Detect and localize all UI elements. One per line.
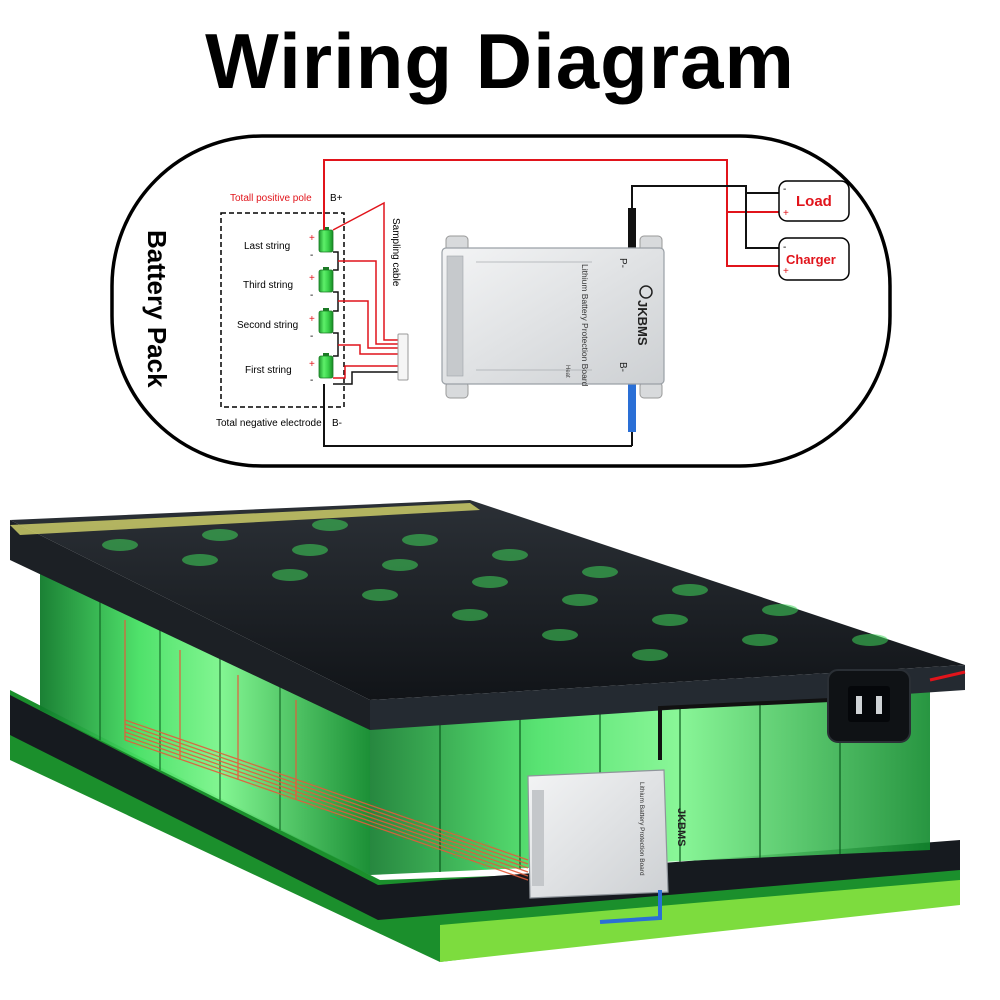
svg-text:+: + <box>783 266 789 277</box>
sampling-black-wire <box>333 371 400 385</box>
page-title: Wiring Diagram <box>205 17 795 105</box>
sampling-wires <box>332 201 400 379</box>
green-base-plate <box>10 690 960 962</box>
positive-main-wire <box>323 159 779 267</box>
cell-last: + - <box>309 227 334 261</box>
cell-second: + - <box>309 308 334 342</box>
svg-text:+: + <box>783 208 789 219</box>
b-minus-label: B- <box>332 418 342 429</box>
svg-text:+: + <box>309 273 315 284</box>
board-brand: JKBMS <box>635 300 650 346</box>
svg-text:-: - <box>310 375 313 386</box>
cloud-icon <box>639 285 653 299</box>
b-minus-lead <box>628 382 636 432</box>
string-label-first: First string <box>245 365 292 376</box>
load-box: Load - + <box>778 180 850 222</box>
total-positive-label: Totall positive pole <box>230 193 312 204</box>
board-heat: Heat <box>564 365 570 378</box>
protection-board: Lithium Battery Protection Board JKBMS H… <box>441 235 665 399</box>
diagram-frame <box>110 134 892 468</box>
p-minus-wire <box>631 185 779 250</box>
charger-box: Charger - + <box>778 237 850 281</box>
battery-pack-box <box>220 212 345 408</box>
power-socket <box>827 669 911 743</box>
charger-label: Charger <box>786 252 836 267</box>
svg-text:-: - <box>310 250 313 261</box>
p-minus-lead <box>628 208 636 254</box>
pack-board-brand: JKBMS <box>675 808 687 847</box>
sampling-connector <box>397 333 409 381</box>
battery-cells: + - + - + - + - <box>309 227 334 386</box>
cell-first: + - <box>309 353 334 386</box>
svg-text:-: - <box>310 290 313 301</box>
svg-text:+: + <box>309 233 315 244</box>
total-negative-label: Total negative electrode <box>216 418 322 429</box>
pack-board-title: Lithium Battery Protection Board <box>638 782 645 876</box>
load-label: Load <box>796 193 832 210</box>
board-title: Lithium Battery Protection Board <box>580 264 590 387</box>
svg-text:-: - <box>783 184 786 195</box>
negative-main-wire <box>323 384 632 447</box>
cell-third: + - <box>309 267 334 301</box>
sampling-cable-label: Sampling cable <box>390 218 401 287</box>
top-cell-holder <box>10 500 965 700</box>
b-plus-label: B+ <box>330 193 343 204</box>
string-label-last: Last string <box>244 241 290 252</box>
string-label-second: Second string <box>237 320 298 331</box>
svg-text:-: - <box>310 331 313 342</box>
series-links <box>333 251 339 357</box>
pack-bms-board: Lithium Battery Protection Board JKBMS <box>527 769 687 899</box>
battery-pack-label: Battery Pack <box>142 230 172 388</box>
svg-text:+: + <box>309 314 315 325</box>
string-label-third: Third string <box>243 280 293 291</box>
svg-text:-: - <box>783 242 786 253</box>
battery-pack-illustration: Lithium Battery Protection Board JKBMS <box>10 500 966 962</box>
svg-text:+: + <box>309 359 315 370</box>
board-p-minus: P- <box>617 258 628 268</box>
board-b-minus: B- <box>617 362 628 372</box>
